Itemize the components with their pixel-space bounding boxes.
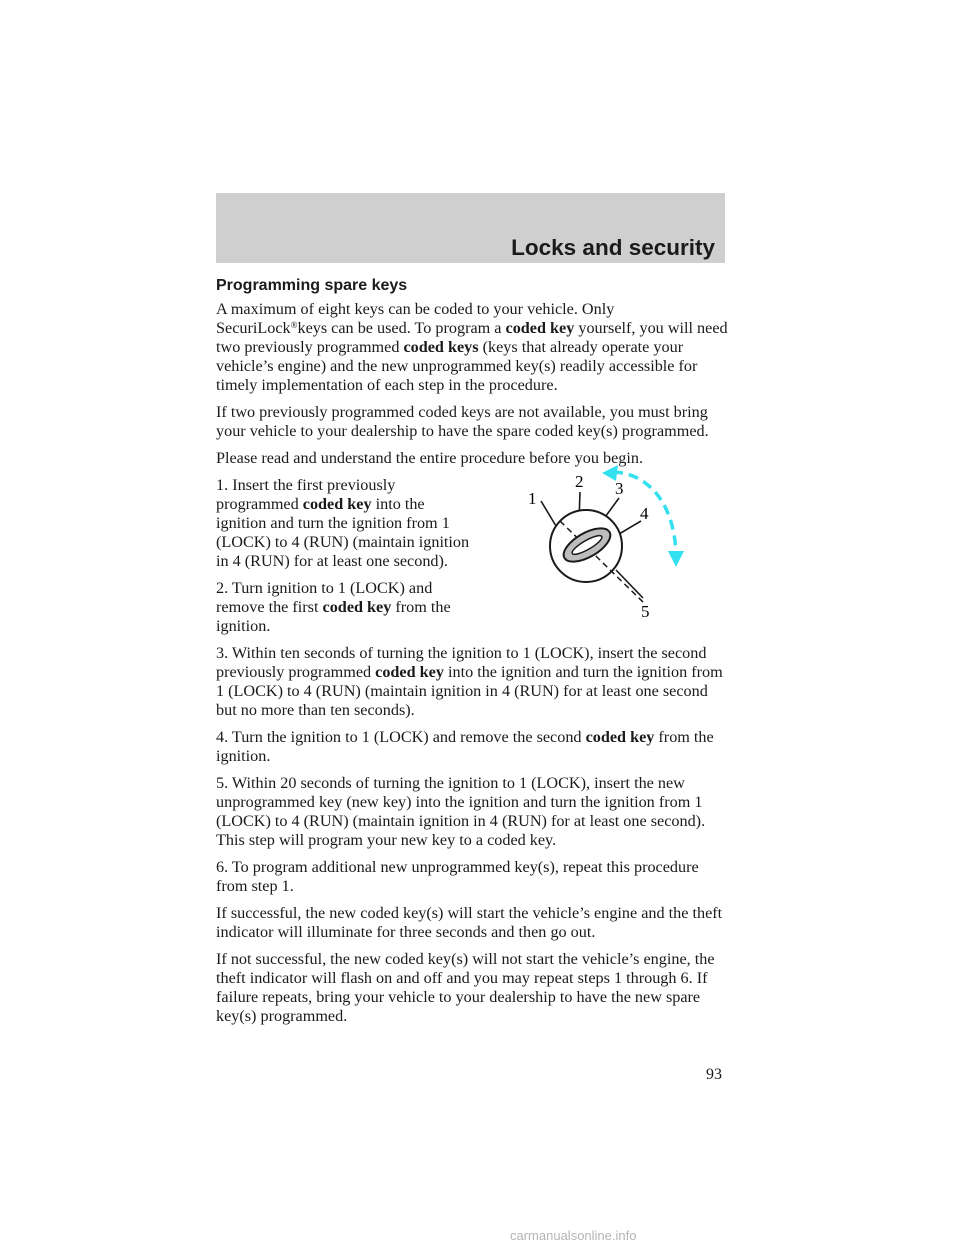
registered-trademark: ® <box>290 320 298 330</box>
position-label-2: 2 <box>575 472 584 491</box>
step-1: 1. Insert the first previously programme… <box>216 476 470 570</box>
arrowhead-bottom-icon <box>668 551 684 567</box>
page-number: 93 <box>706 1066 722 1083</box>
availability-paragraph: If two previously programmed coded keys … <box>216 403 709 440</box>
section-header-band: Locks and security <box>216 193 725 263</box>
page-content: Programming spare keys A maximum of eigh… <box>216 276 728 1034</box>
section-header-title: Locks and security <box>511 235 715 260</box>
rotation-arrow <box>612 470 678 554</box>
read-first-paragraph: Please read and understand the entire pr… <box>216 449 643 467</box>
failure-paragraph: If not successful, the new coded key(s) … <box>216 950 715 1025</box>
step-3: 3. Within ten seconds of turning the ign… <box>216 644 723 719</box>
position-line-1 <box>540 500 557 527</box>
footer-watermark: carmanualsonline.info <box>510 1228 637 1243</box>
position-label-3: 3 <box>615 479 624 498</box>
section-heading: Programming spare keys <box>216 277 408 294</box>
arrowhead-top-icon <box>602 465 618 481</box>
step-5: 5. Within 20 seconds of turning the igni… <box>216 774 706 849</box>
success-paragraph: If successful, the new coded key(s) will… <box>216 904 723 941</box>
step-6: 6. To program additional new unprogramme… <box>216 858 699 895</box>
key-slot <box>571 534 603 556</box>
position-label-4: 4 <box>640 504 649 523</box>
position-label-1: 1 <box>528 489 537 508</box>
step-4: 4. Turn the ignition to 1 (LOCK) and rem… <box>216 728 714 765</box>
step-2: 2. Turn ignition to 1 (LOCK) and remove … <box>216 579 451 635</box>
intro-paragraph: A maximum of eight keys can be coded to … <box>216 300 728 394</box>
position-line-5 <box>615 569 644 599</box>
ignition-diagram: 1 2 3 4 5 <box>528 465 684 621</box>
position-label-5: 5 <box>641 602 650 621</box>
